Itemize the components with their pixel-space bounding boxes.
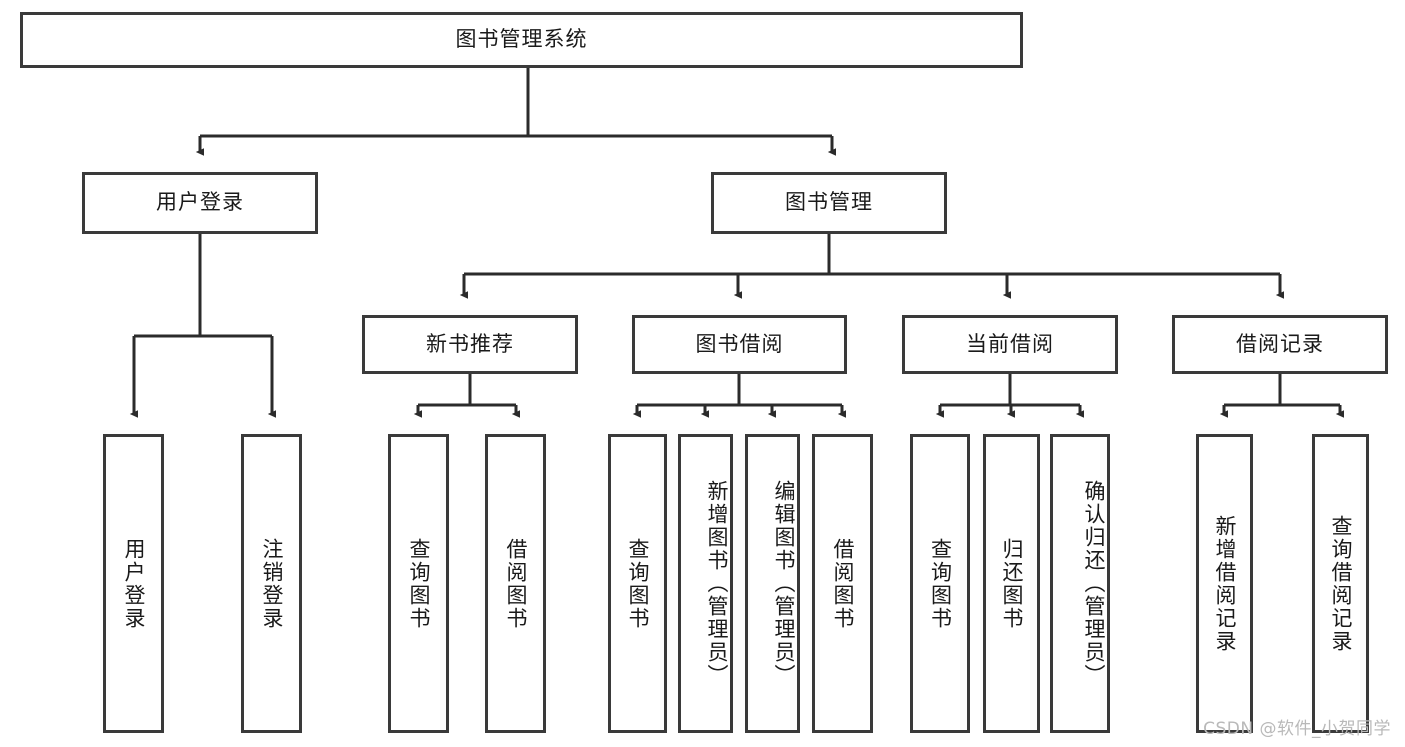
node-leaf-query-book-1[interactable]: 查询图书 <box>388 434 449 733</box>
node-user-login-label: 用户登录 <box>156 190 244 215</box>
node-leaf-confirm-return-admin-label: 确认归还（管理员） <box>1082 480 1106 687</box>
node-book-borrow-label: 图书借阅 <box>695 331 784 356</box>
node-leaf-query-book-3-label: 查询图书 <box>928 537 953 630</box>
node-leaf-edit-book-admin-label: 编辑图书（管理员） <box>772 480 796 687</box>
node-leaf-query-book-2[interactable]: 查询图书 <box>608 434 667 733</box>
node-leaf-edit-book-admin[interactable]: 编辑图书（管理员） <box>745 434 800 733</box>
watermark-text: CSDN @软件_小贺同学 <box>1203 719 1391 739</box>
node-new-book-rec-label: 新书推荐 <box>426 331 514 356</box>
node-leaf-borrow-book-2-label: 借阅图书 <box>830 537 855 630</box>
node-root-label: 图书管理系统 <box>455 27 588 52</box>
node-leaf-query-borrow-record[interactable]: 查询借阅记录 <box>1312 434 1369 733</box>
node-new-book-rec[interactable]: 新书推荐 <box>362 315 578 374</box>
node-leaf-query-borrow-record-label: 查询借阅记录 <box>1328 514 1353 653</box>
node-leaf-add-book-admin-label: 新增图书（管理员） <box>705 480 729 687</box>
node-leaf-user-login-label: 用户登录 <box>121 537 146 630</box>
node-leaf-query-book-3[interactable]: 查询图书 <box>910 434 970 733</box>
node-leaf-query-book-1-label: 查询图书 <box>406 537 431 630</box>
node-user-login[interactable]: 用户登录 <box>82 172 318 234</box>
node-book-manage-label: 图书管理 <box>785 190 873 215</box>
node-leaf-user-login[interactable]: 用户登录 <box>103 434 164 733</box>
node-root[interactable]: 图书管理系统 <box>20 12 1023 68</box>
node-borrow-record-label: 借阅记录 <box>1236 331 1324 356</box>
node-leaf-user-logout[interactable]: 注销登录 <box>241 434 302 733</box>
node-leaf-add-borrow-record[interactable]: 新增借阅记录 <box>1196 434 1253 733</box>
node-current-borrow-label: 当前借阅 <box>966 331 1054 356</box>
node-leaf-return-book-label: 归还图书 <box>999 537 1024 630</box>
node-current-borrow[interactable]: 当前借阅 <box>902 315 1118 374</box>
node-leaf-borrow-book-2[interactable]: 借阅图书 <box>812 434 873 733</box>
node-leaf-confirm-return-admin[interactable]: 确认归还（管理员） <box>1050 434 1110 733</box>
node-borrow-record[interactable]: 借阅记录 <box>1172 315 1388 374</box>
node-leaf-borrow-book-1-label: 借阅图书 <box>503 537 528 630</box>
node-leaf-query-book-2-label: 查询图书 <box>625 537 650 630</box>
node-book-borrow[interactable]: 图书借阅 <box>632 315 847 374</box>
node-book-manage[interactable]: 图书管理 <box>711 172 947 234</box>
node-leaf-add-book-admin[interactable]: 新增图书（管理员） <box>678 434 733 733</box>
node-leaf-return-book[interactable]: 归还图书 <box>983 434 1040 733</box>
node-leaf-add-borrow-record-label: 新增借阅记录 <box>1212 514 1237 653</box>
node-leaf-borrow-book-1[interactable]: 借阅图书 <box>485 434 546 733</box>
node-leaf-user-logout-label: 注销登录 <box>259 537 284 630</box>
